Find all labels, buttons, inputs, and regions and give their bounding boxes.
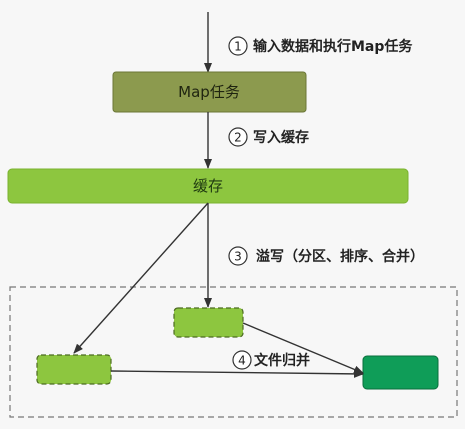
cache-label: 缓存 <box>193 177 223 195</box>
step-2-label: 写入缓存 <box>253 129 309 146</box>
merged-file <box>362 355 439 390</box>
map-task-node <box>112 71 307 113</box>
step-3-number: 3 <box>234 250 242 264</box>
spill-file-1 <box>173 307 244 338</box>
step-3-badge <box>228 246 248 266</box>
step-2-number: 2 <box>234 131 242 145</box>
step-1-number: 1 <box>234 40 242 54</box>
step-4-badge <box>232 350 252 370</box>
spill-file-2-to-merged-arrow <box>110 369 364 378</box>
step-1-label: 输入数据和执行Map任务 <box>253 38 413 55</box>
step-4-annotation: 4 文件归并 <box>232 350 310 370</box>
step-3-annotation: 3 溢写（分区、排序、合并） <box>228 246 424 266</box>
step-3-label: 溢写（分区、排序、合并） <box>256 248 424 265</box>
spill-region-border <box>9 286 458 418</box>
spill-file-2 <box>36 354 112 385</box>
map-task-label: Map任务 <box>178 83 240 101</box>
step-4-label: 文件归并 <box>254 352 310 369</box>
cache-to-spill-file-2-arrow <box>73 202 209 354</box>
spill-file-1-to-merged-arrow <box>242 322 364 374</box>
step-4-number: 4 <box>238 354 246 368</box>
step-1-annotation: 1 输入数据和执行Map任务 <box>228 36 413 56</box>
step-2-annotation: 2 写入缓存 <box>228 127 309 147</box>
step-2-badge <box>228 127 248 147</box>
step-1-badge <box>228 36 248 56</box>
